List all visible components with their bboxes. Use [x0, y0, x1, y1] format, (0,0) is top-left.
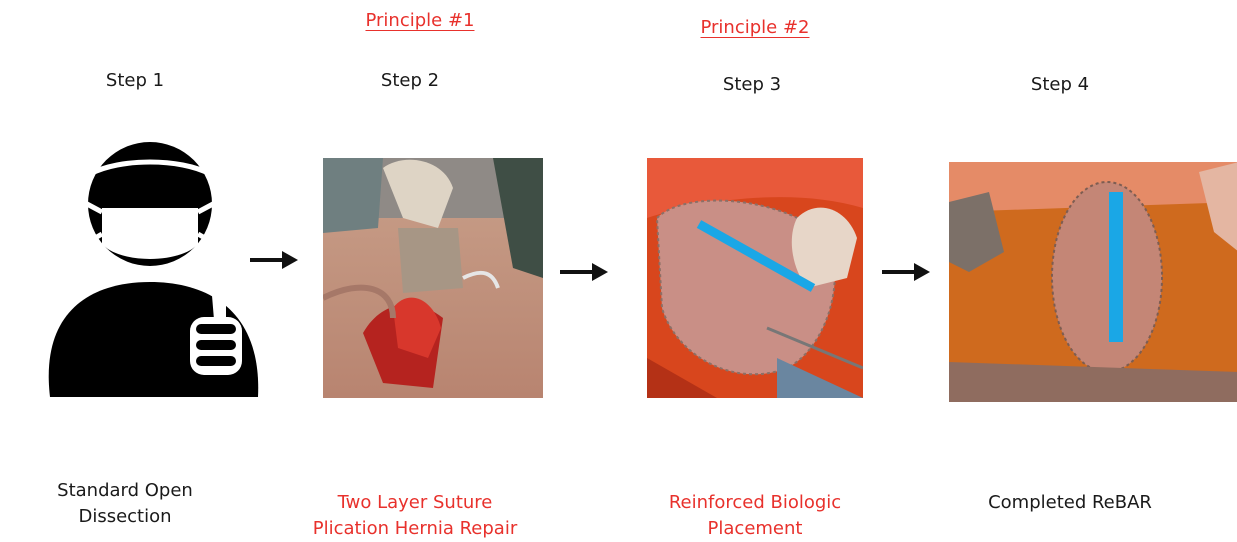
step-3-caption-line-1: Reinforced Biologic: [640, 490, 870, 516]
step-1-caption: Standard Open Dissection: [30, 478, 220, 530]
step-1-title: Step 1: [85, 70, 185, 91]
principle-1-label: Principle #1: [355, 10, 485, 31]
step-2-surgical-photo: [323, 158, 543, 398]
masked-surgeon-icon: [30, 112, 270, 402]
principle-2-label: Principle #2: [690, 17, 820, 38]
step-2-title: Step 2: [360, 70, 460, 91]
step-4-surgical-photo: [949, 162, 1237, 402]
right-arrow-icon: [560, 262, 608, 282]
step-2-caption-line-2: Plication Hernia Repair: [290, 516, 540, 542]
step-4-caption: Completed ReBAR: [960, 490, 1180, 516]
right-arrow-icon: [882, 262, 930, 282]
step-2-caption: Two Layer Suture Plication Hernia Repair: [290, 490, 540, 542]
step-1-caption-line-1: Standard Open: [30, 478, 220, 504]
step-4-blue-marker: [1109, 192, 1123, 342]
step-3-title: Step 3: [702, 74, 802, 95]
right-arrow-icon: [250, 250, 298, 270]
step-2-caption-line-1: Two Layer Suture: [290, 490, 540, 516]
step-3-surgical-photo: [647, 158, 863, 398]
step-4-title: Step 4: [1010, 74, 1110, 95]
step-3-caption: Reinforced Biologic Placement: [640, 490, 870, 542]
step-1-caption-line-2: Dissection: [30, 504, 220, 530]
step-3-caption-line-2: Placement: [640, 516, 870, 542]
step-4-caption-line-1: Completed ReBAR: [960, 490, 1180, 516]
